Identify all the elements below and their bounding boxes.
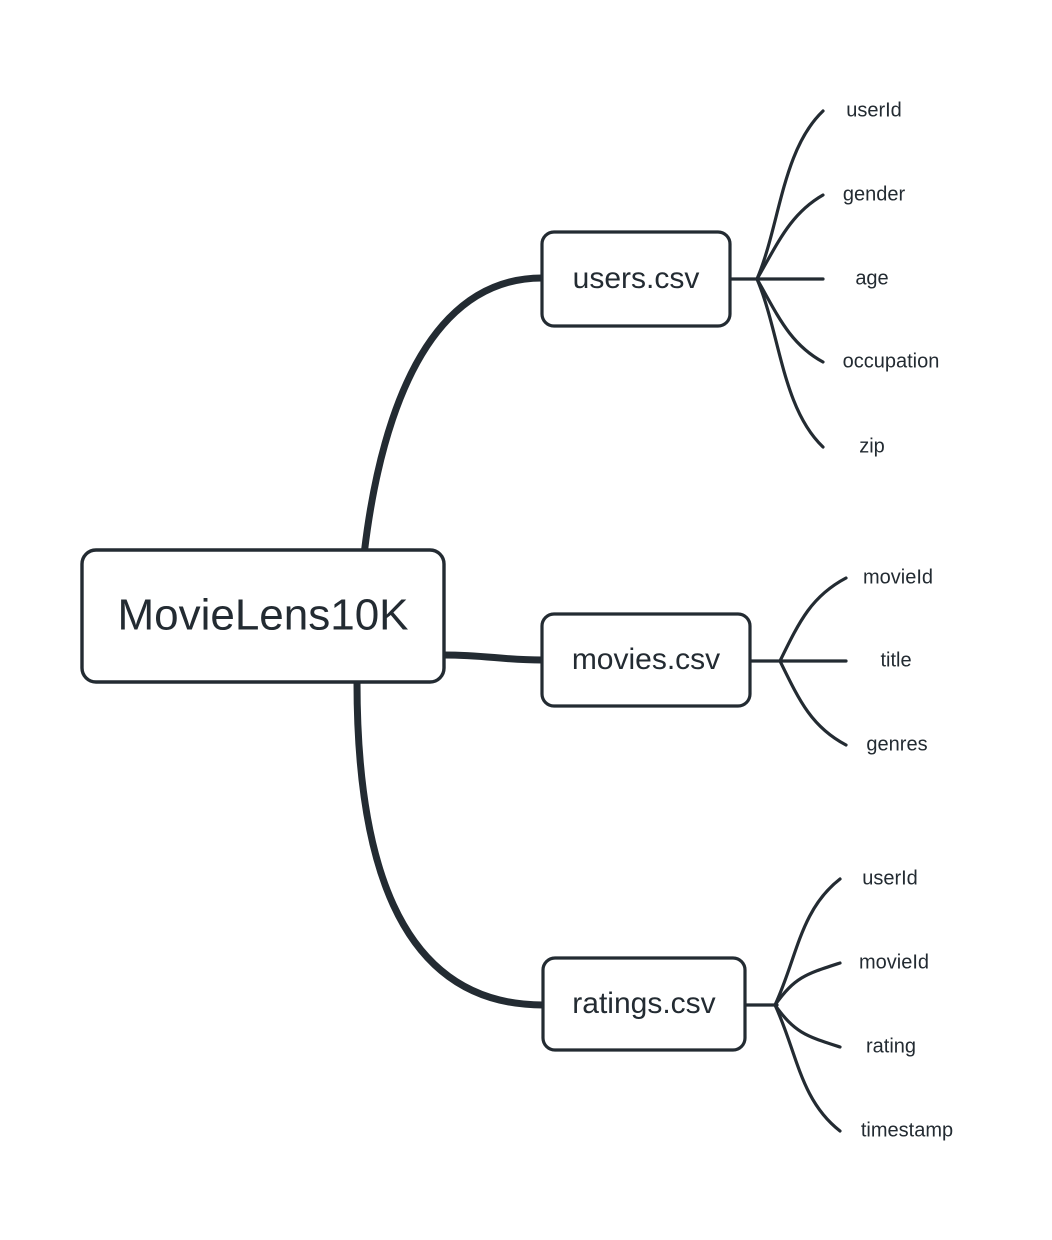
edge-movies-to-genres [778,659,848,747]
edge-ratings-to-timestamp [773,1003,842,1133]
edge-movies-to-movieId [778,576,848,663]
edge-root-to-ratings [353,678,547,1009]
leaf-label-ratings-movieId: movieId [859,951,929,973]
node-branch-ratings[interactable]: ratings.csv [541,956,747,1052]
node-root[interactable]: MovieLens10K [80,548,446,684]
node-branch-users-box [540,230,732,328]
leaf-label-movies-genres: genres [866,733,927,755]
edge-users-to-occupation [755,277,825,364]
leaf-label-ratings-userId: userId [862,867,918,889]
leaf-label-users-zip: zip [859,435,885,457]
node-root-box [80,548,446,684]
edge-users-to-userId [755,109,825,281]
edge-ratings-to-rating [773,1003,842,1049]
leaf-label-ratings-rating: rating [866,1035,916,1057]
node-branch-movies-box [540,612,752,708]
leaf-label-movies-movieId: movieId [863,566,933,588]
edge-ratings-to-movieId [773,961,842,1007]
node-branch-movies-label: movies.csv [572,643,720,676]
node-root-label: MovieLens10K [117,591,408,640]
leaf-label-movies-title: title [880,649,911,671]
leaf-label-users-userId: userId [846,99,902,121]
edge-users-to-zip [755,277,825,449]
node-branch-users-label: users.csv [573,262,700,295]
leaf-label-users-occupation: occupation [843,350,940,372]
leaf-label-ratings-timestamp: timestamp [861,1119,953,1141]
edge-ratings-to-userId [773,877,842,1007]
node-branch-users[interactable]: users.csv [540,230,732,328]
edge-root-to-movies [440,651,546,664]
leaf-label-users-gender: gender [843,183,906,205]
leaf-label-users-age: age [855,267,888,289]
node-branch-ratings-box [541,956,747,1052]
node-branch-ratings-label: ratings.csv [572,987,715,1020]
node-branch-movies[interactable]: movies.csv [540,612,752,708]
edge-users-to-gender [755,193,825,281]
